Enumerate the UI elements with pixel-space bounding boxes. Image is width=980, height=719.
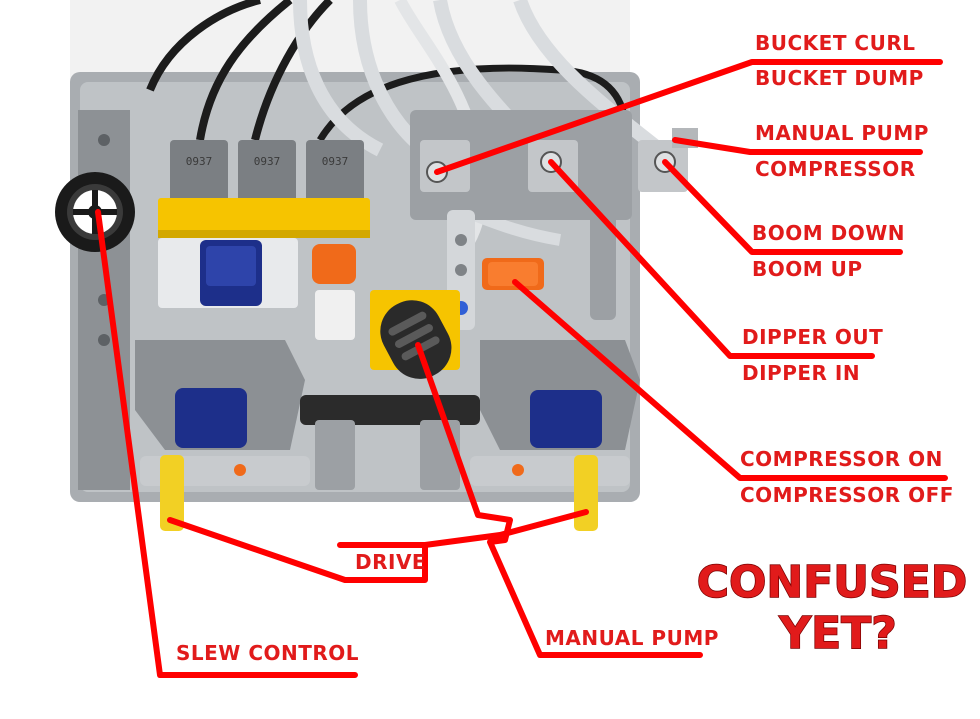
motor-connectors: 0937 0937 0937 [170, 140, 364, 202]
label-dipper-out: DIPPER OUT [742, 325, 883, 349]
lego-model: 0937 0937 0937 [55, 0, 698, 531]
annotation-labels: BUCKET CURL BUCKET DUMP MANUAL PUMP COMP… [176, 31, 968, 665]
label-bucket-curl: BUCKET CURL [755, 31, 916, 55]
label-compressor-off: COMPRESSOR OFF [740, 483, 954, 507]
label-drive: DRIVE [355, 550, 426, 574]
label-manual-pump-valve: MANUAL PUMP [755, 121, 929, 145]
motor-code: 0937 [322, 155, 349, 168]
annotation-lines [95, 59, 948, 678]
label-manual-pump: MANUAL PUMP [545, 626, 719, 650]
motor-code: 0937 [254, 155, 281, 168]
motor-code: 0937 [186, 155, 213, 168]
title-confused: CONFUSED [697, 557, 968, 608]
title-yet: YET? [778, 608, 896, 659]
label-boom-up: BOOM UP [752, 257, 863, 281]
label-compressor-on: COMPRESSOR ON [740, 447, 943, 471]
label-dipper-in: DIPPER IN [742, 361, 860, 385]
label-boom-down: BOOM DOWN [752, 221, 905, 245]
label-slew-control: SLEW CONTROL [176, 641, 359, 665]
label-compressor: COMPRESSOR [755, 157, 916, 181]
label-bucket-dump: BUCKET DUMP [755, 66, 924, 90]
